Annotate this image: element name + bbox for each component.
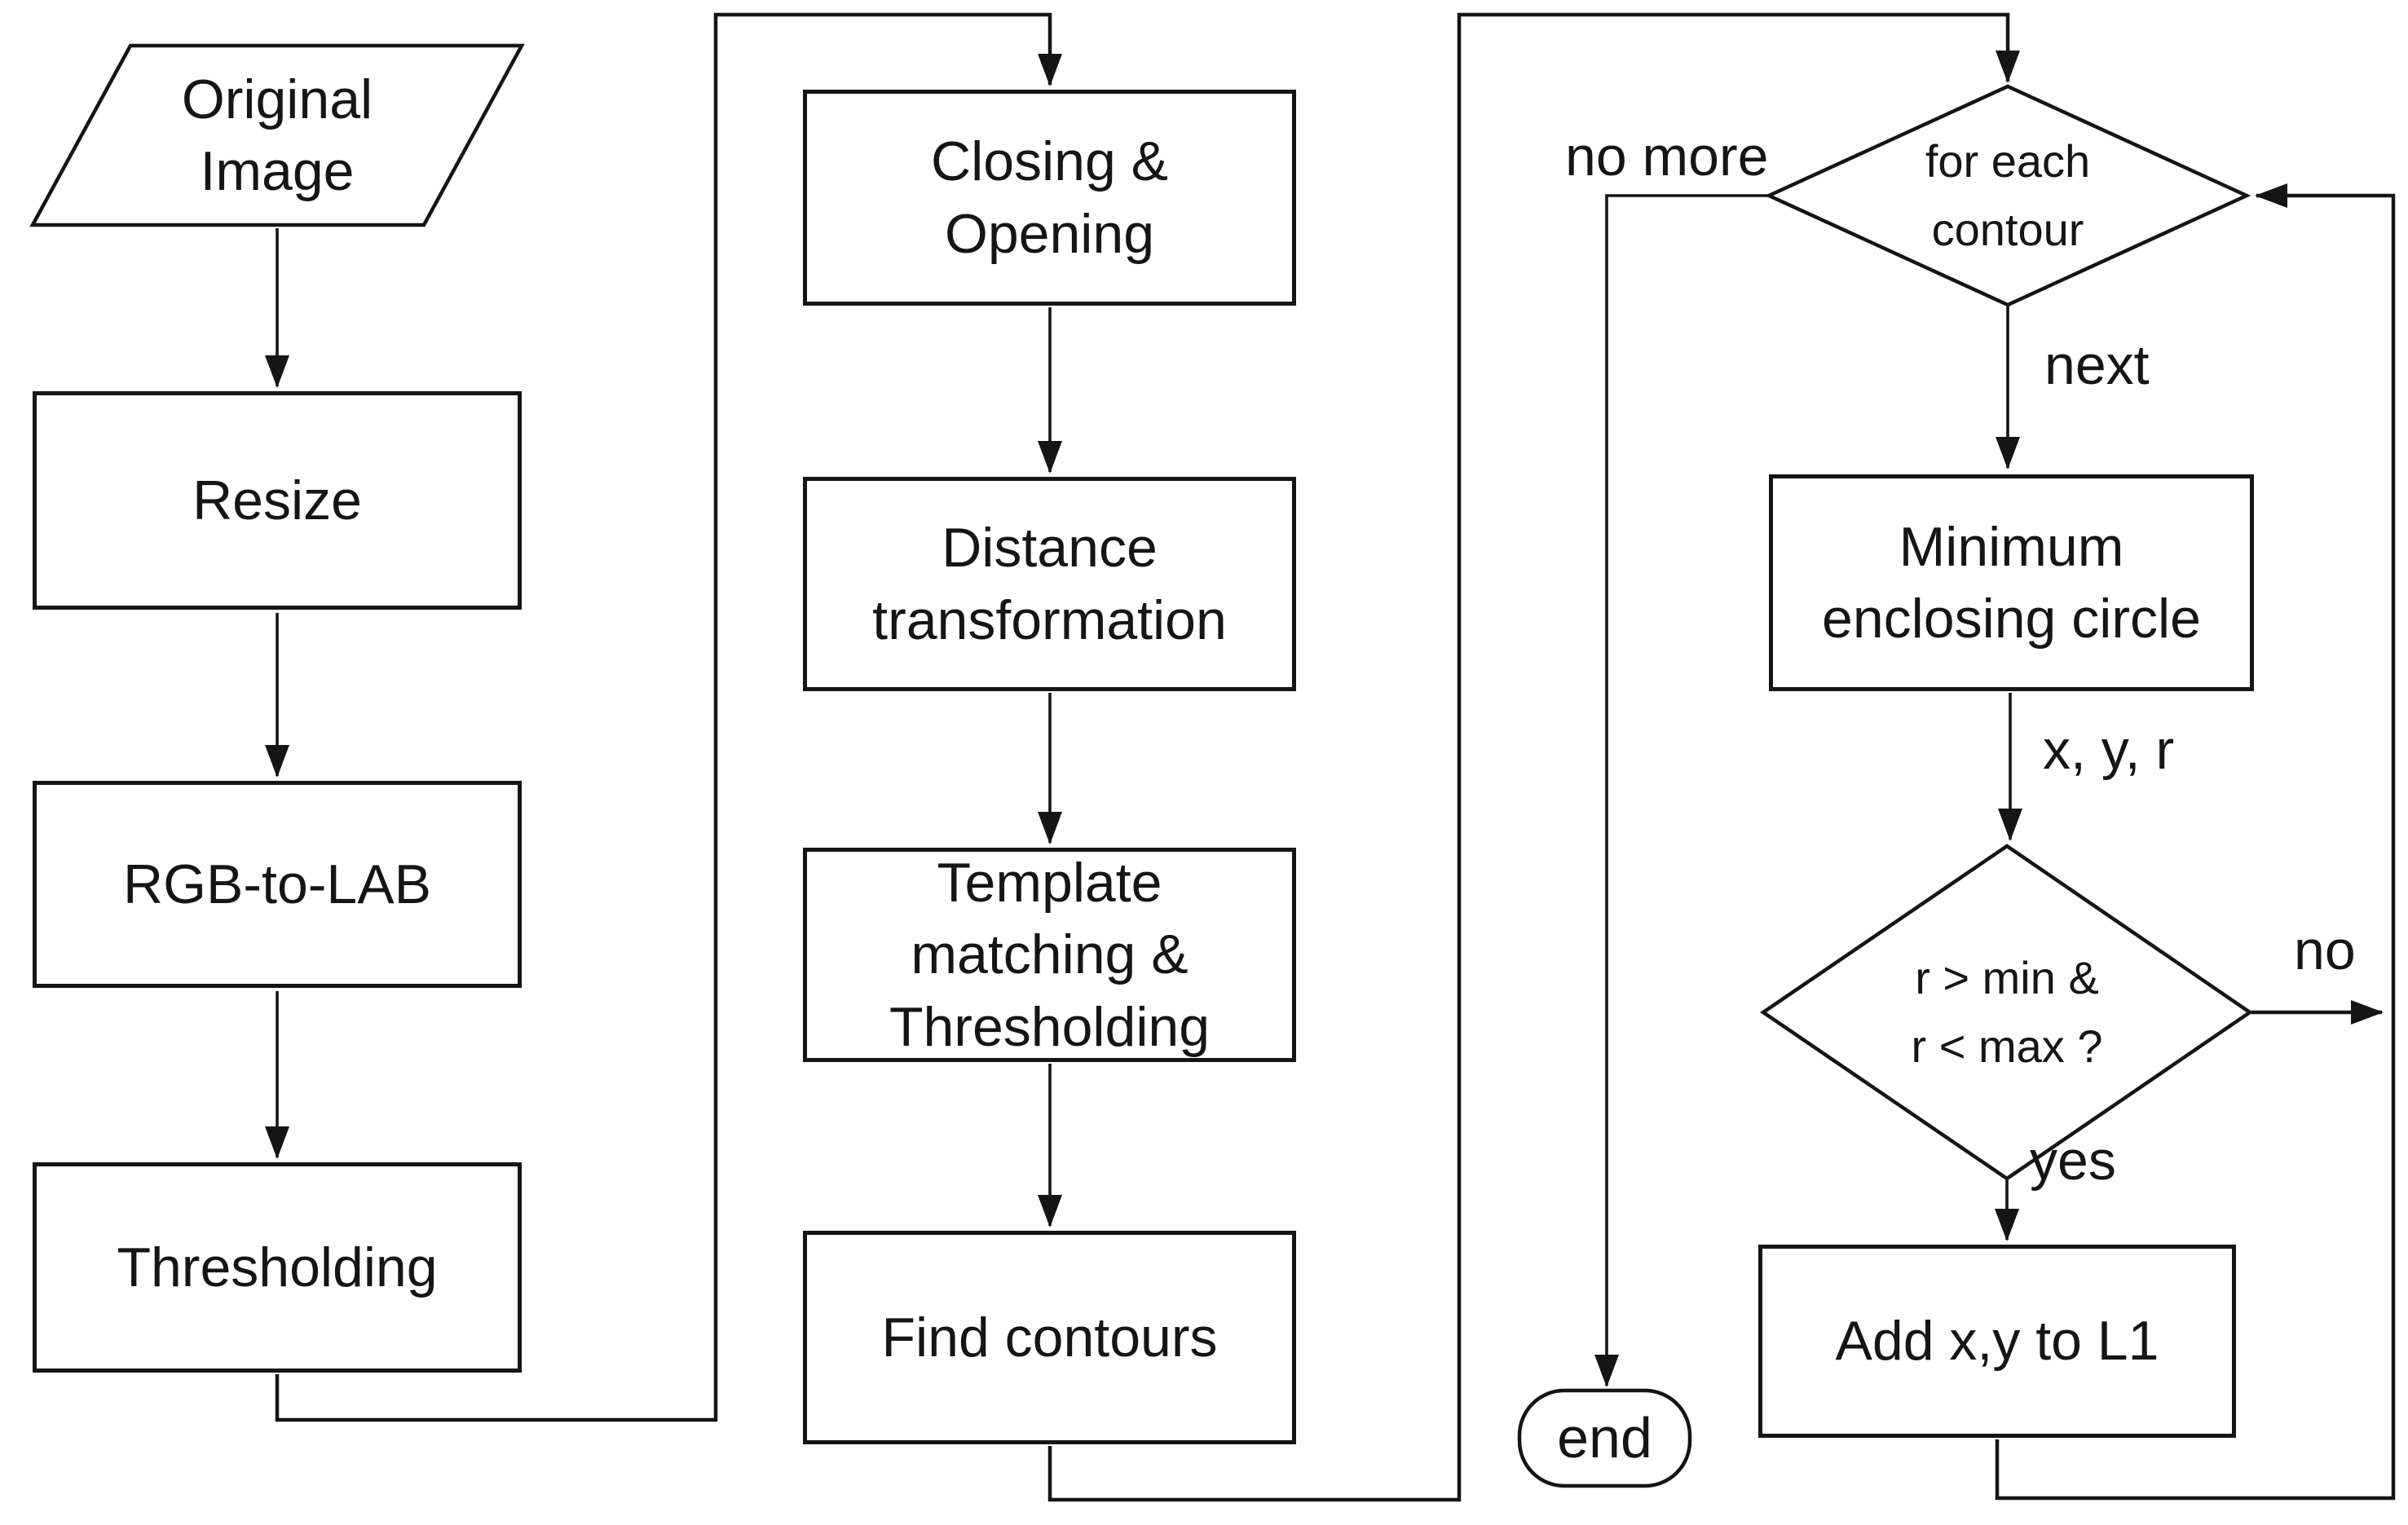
original-image-parallelogram [29, 43, 525, 227]
edge-findcontours-to-foreach [1047, 12, 2020, 1502]
edge-label-x-y-r: x, y, r [2043, 719, 2175, 781]
node-minimum-enclosing-circle-label: Minimum enclosing circle [1822, 515, 2201, 650]
node-thresholding: Thresholding [33, 1162, 522, 1373]
end-terminator [1517, 1388, 1692, 1488]
node-add-xy-to-l1-label: Add x,y to L1 [1835, 1310, 2159, 1373]
node-closing-opening-label: Closing & Opening [930, 130, 1169, 265]
node-thresholding-label: Thresholding [117, 1236, 438, 1298]
node-closing-opening: Closing & Opening [803, 90, 1296, 306]
node-rgb-to-lab-label: RGB-to-LAB [123, 853, 431, 915]
node-template-matching-label: Template matching & Thresholding [889, 851, 1211, 1058]
node-add-xy-to-l1: Add x,y to L1 [1758, 1245, 2236, 1438]
edge-thresholding-to-closing [275, 12, 1062, 1422]
node-find-contours: Find contours [803, 1231, 1296, 1444]
edge-label-next: next [2044, 334, 2150, 396]
node-resize-label: Resize [192, 469, 362, 531]
edge-add-loop-to-foreach [1995, 183, 2396, 1501]
edge-label-yes: yes [2030, 1130, 2116, 1192]
node-distance-transformation-label: Distance transformation [872, 517, 1227, 651]
for-each-contour-diamond [1764, 84, 2251, 307]
node-resize: Resize [33, 391, 522, 610]
edge-label-no-more: no more [1565, 126, 1769, 187]
node-find-contours-label: Find contours [881, 1306, 1218, 1369]
edge-label-no: no [2294, 919, 2356, 981]
radius-check-diamond [1760, 844, 2253, 1181]
node-distance-transformation: Distance transformation [803, 477, 1296, 691]
node-minimum-enclosing-circle: Minimum enclosing circle [1769, 474, 2254, 691]
node-template-matching: Template matching & Thresholding [803, 848, 1296, 1062]
edge-foreach-nomore-to-end [1594, 194, 1771, 1387]
node-rgb-to-lab: RGB-to-LAB [33, 781, 522, 988]
